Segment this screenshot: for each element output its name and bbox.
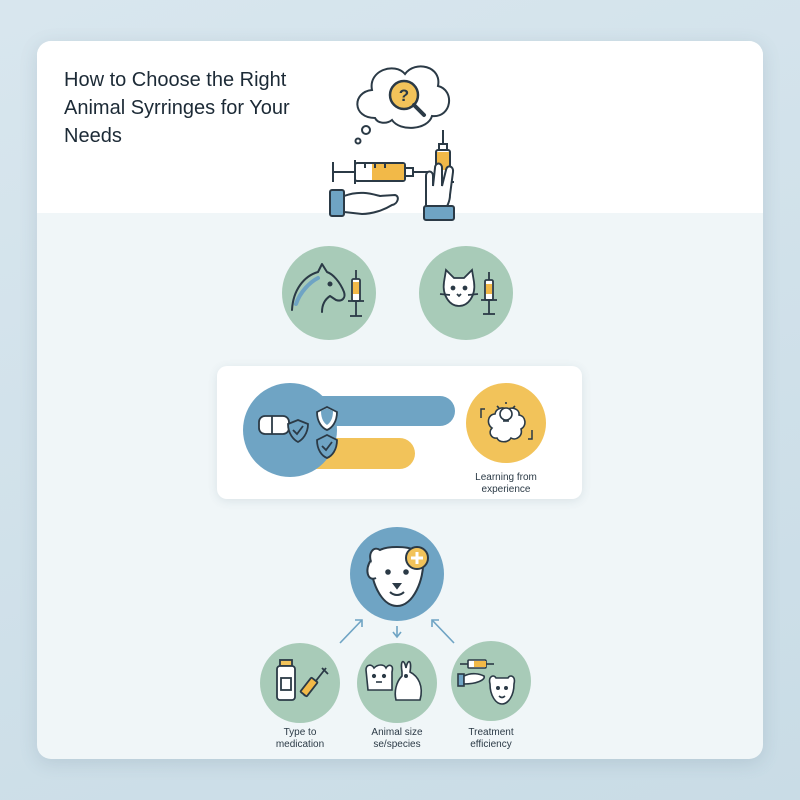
page-title: How to Choose the Right Animal Syrringes… <box>64 69 290 147</box>
factor-label-treatment: Treatment efficiency <box>468 727 514 750</box>
factor-label-animal-size: Animal size se/species <box>371 727 423 750</box>
factor-label-medication: Type to medication <box>275 727 325 750</box>
learning-label: Learning from experience <box>475 472 537 495</box>
